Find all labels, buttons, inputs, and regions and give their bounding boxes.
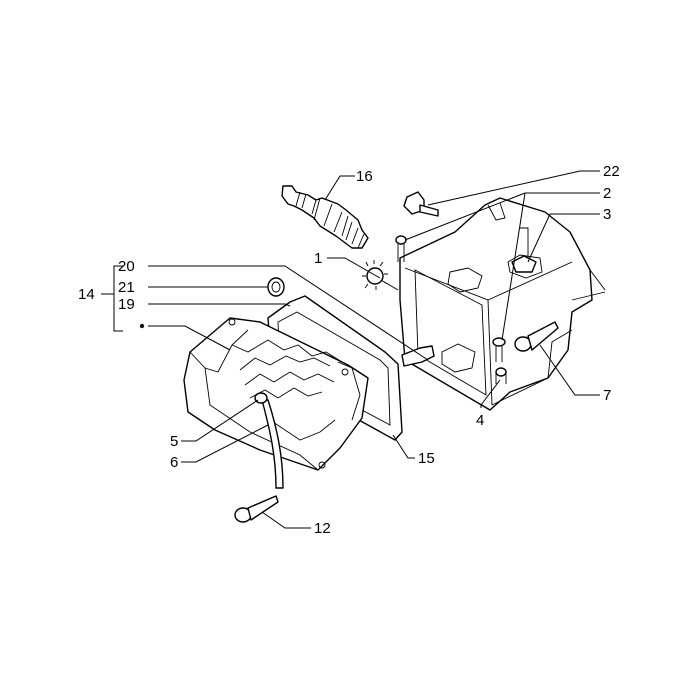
callout-20: 20 bbox=[118, 258, 135, 275]
callout-6: 6 bbox=[170, 454, 178, 471]
screw-22 bbox=[403, 191, 439, 217]
callout-labels: 16 22 2 3 1 20 21 14 19 7 4 5 6 15 12 bbox=[78, 163, 620, 537]
gear-1 bbox=[362, 260, 399, 291]
screw-2-upper bbox=[395, 235, 407, 262]
fitting-cap-3 bbox=[511, 255, 537, 273]
callout-7: 7 bbox=[603, 387, 611, 404]
breather-hose-6 bbox=[261, 399, 284, 489]
callout-12: 12 bbox=[314, 520, 331, 537]
callout-1: 1 bbox=[314, 250, 322, 267]
stud-left bbox=[401, 345, 435, 367]
leader-lines bbox=[101, 170, 600, 529]
callout-16: 16 bbox=[356, 168, 373, 185]
callout-5: 5 bbox=[170, 433, 178, 450]
washer-5 bbox=[254, 392, 268, 404]
callout-14: 14 bbox=[78, 286, 95, 303]
bolt-7 bbox=[514, 321, 559, 352]
callout-2: 2 bbox=[603, 185, 611, 202]
dowel-4 bbox=[495, 367, 507, 384]
callout-15: 15 bbox=[418, 450, 435, 467]
valve-cover bbox=[183, 317, 369, 471]
cylinder-head bbox=[399, 197, 606, 411]
callout-19: 19 bbox=[118, 296, 135, 313]
screw-2-lower bbox=[492, 337, 506, 362]
bolt-12 bbox=[234, 495, 279, 523]
o-ring-21 bbox=[267, 277, 285, 297]
callout-22: 22 bbox=[603, 163, 620, 180]
callout-21: 21 bbox=[118, 279, 135, 296]
spark-plug bbox=[281, 185, 369, 249]
callout-3: 3 bbox=[603, 206, 611, 223]
callout-4: 4 bbox=[476, 412, 484, 429]
